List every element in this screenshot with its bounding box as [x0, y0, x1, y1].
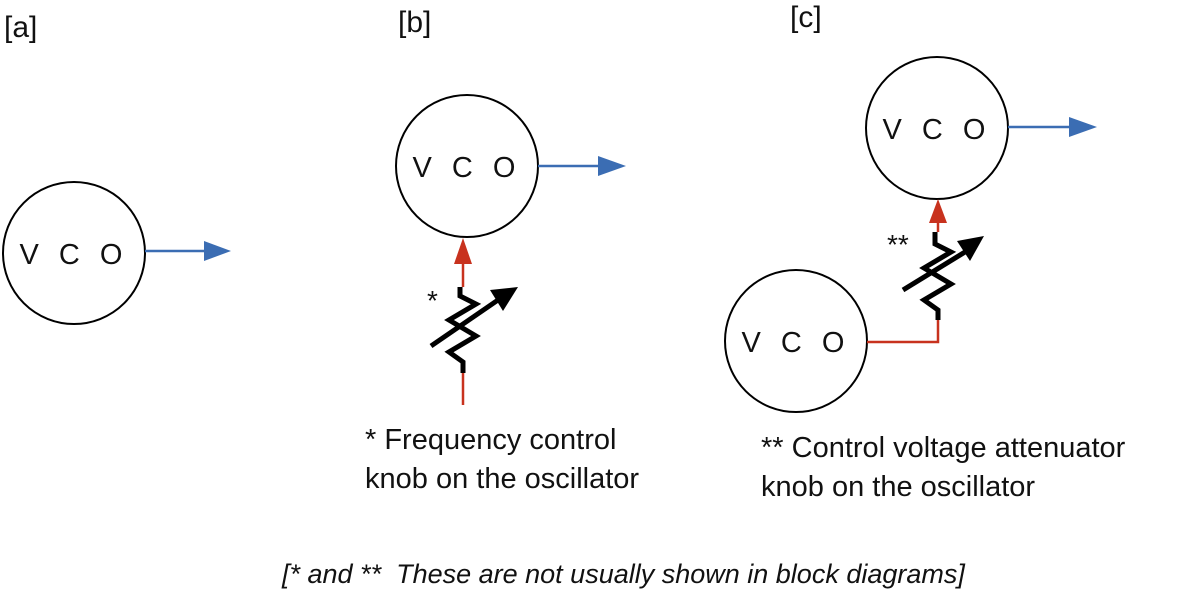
caption-b-line1: * Frequency control	[365, 424, 616, 456]
control-input-b	[454, 238, 472, 405]
output-arrow-a	[145, 241, 231, 261]
caption-b-line2: knob on the oscillator	[365, 463, 639, 495]
output-arrow-c	[1008, 117, 1097, 137]
panel-c: [c] V C O V C O ** ** Control voltage at…	[724, 1, 1126, 503]
double-asterisk-marker-c: **	[887, 229, 909, 260]
panel-c-label: [c]	[790, 1, 822, 34]
vco-a-label: V C O	[20, 239, 129, 271]
vco-c-top-label: V C O	[883, 114, 992, 146]
attenuator-knob-icon	[901, 232, 984, 320]
caption-c-line1: ** Control voltage attenuator	[761, 432, 1126, 464]
frequency-knob-icon	[429, 287, 518, 373]
vco-a-circle	[2, 181, 146, 325]
panel-a: [a] V C O	[2, 11, 231, 325]
footnote: [* and ** These are not usually shown in…	[281, 559, 966, 589]
vco-c-bottom-label: V C O	[742, 327, 851, 359]
panel-a-label: [a]	[4, 11, 37, 44]
panel-b-label: [b]	[398, 6, 431, 39]
asterisk-marker-b: *	[427, 285, 438, 316]
vco-b-label: V C O	[413, 152, 522, 184]
control-path-c	[867, 199, 947, 344]
panel-b: [b] V C O * * Frequency control knob on …	[365, 6, 639, 495]
output-arrow-b	[538, 156, 626, 176]
caption-c-line2: knob on the oscillator	[761, 471, 1035, 503]
